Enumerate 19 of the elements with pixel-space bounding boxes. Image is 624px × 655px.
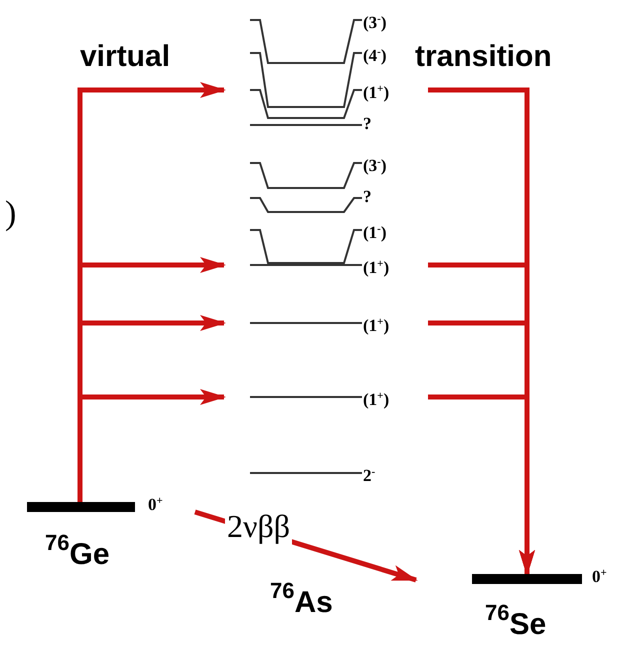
nucleus-label: $^{76}$As (270, 578, 333, 620)
spin-parity-label: 0$^{+}$ (592, 566, 607, 586)
spin-parity-label: 0$^{+}$ (148, 494, 163, 514)
spin-parity-label: (1$^{-}$) (363, 222, 387, 242)
spin-parity-label: (4$^{-}$) (363, 45, 387, 65)
spin-parity-label: (3$^{-}$) (363, 12, 387, 32)
spin-parity-label: (1$^{+}$) (363, 82, 390, 102)
spin-parity-label: ? (363, 188, 372, 206)
spin-parity-label: (1$^{+}$) (363, 257, 390, 277)
spin-parity-label: (3$^{-}$) (363, 155, 387, 175)
title-label: transition (415, 40, 552, 74)
nucleus-label: $^{76}$Ge (45, 530, 110, 572)
spin-parity-label: (1$^{+}$) (363, 315, 390, 335)
spin-parity-label: (1$^{+}$) (363, 389, 390, 409)
spin-parity-label: ? (363, 115, 372, 133)
nucleus-label: $^{76}$Se (485, 600, 546, 642)
spin-parity-label: 2$^{-}$ (363, 465, 376, 485)
title-label: virtual (80, 40, 170, 74)
bracket-text: ) (5, 195, 16, 233)
